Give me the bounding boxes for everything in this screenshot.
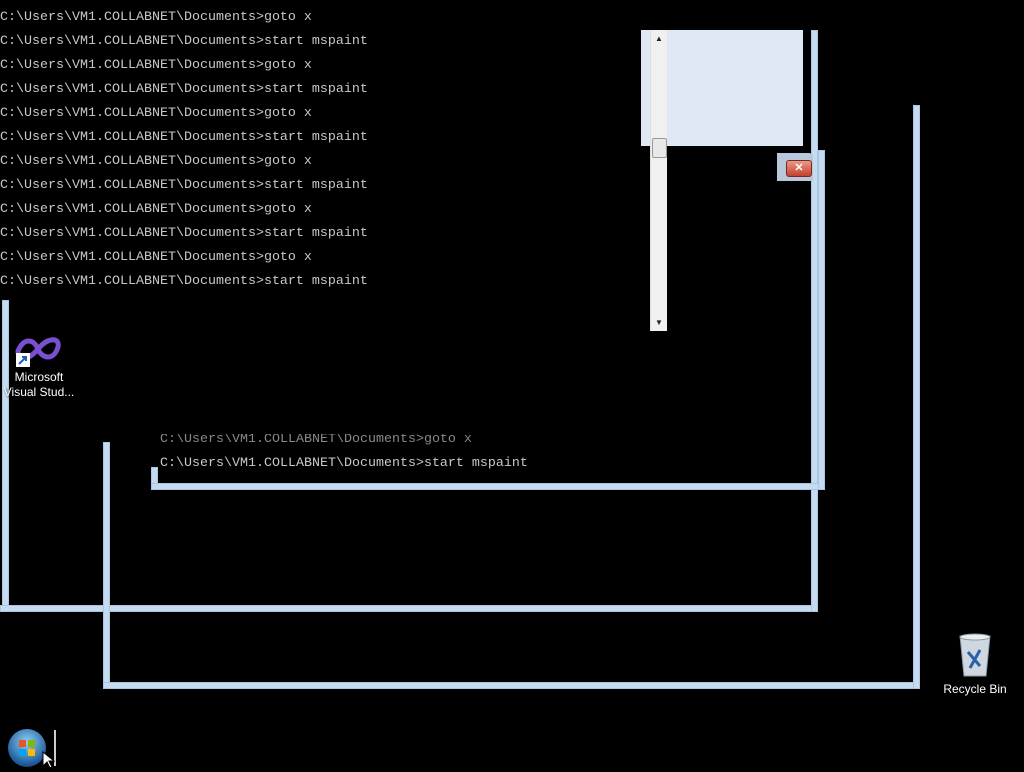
console-line: C:\Users\VM1.COLLABNET\Documents>start m…	[0, 226, 368, 241]
visual-studio-label[interactable]: Microsoft Visual Stud...	[3, 370, 75, 399]
window-frame-bottom	[103, 682, 920, 689]
visual-studio-icon[interactable]	[14, 333, 62, 369]
mouse-cursor-icon	[42, 751, 56, 769]
console-line: C:\Users\VM1.COLLABNET\Documents>start m…	[0, 178, 368, 193]
console-fragment: C:\Users\VM1.COLLABNET\Documents>goto x …	[158, 434, 811, 483]
window-frame-right	[811, 30, 818, 612]
console-line: C:\Users\VM1.COLLABNET\Documents>start m…	[160, 456, 528, 471]
taskbar-separator	[54, 730, 56, 766]
window-frame-left	[151, 467, 158, 490]
console-line: C:\Users\VM1.COLLABNET\Documents>start m…	[0, 34, 368, 49]
recycle-bin-icon[interactable]	[956, 632, 994, 680]
windows-logo-icon	[19, 740, 35, 756]
console-line: C:\Users\VM1.COLLABNET\Documents>start m…	[0, 82, 368, 97]
scroll-down-arrow-icon[interactable]: ▼	[655, 318, 663, 327]
console-line: C:\Users\VM1.COLLABNET\Documents>goto x	[0, 58, 312, 73]
console-line: C:\Users\VM1.COLLABNET\Documents>goto x	[0, 10, 312, 25]
window-frame-left	[2, 300, 9, 612]
scrollbar-thumb[interactable]	[652, 138, 667, 158]
console-line: C:\Users\VM1.COLLABNET\Documents>start m…	[0, 130, 368, 145]
start-button[interactable]	[8, 729, 46, 767]
title-bar-fragment: ✕	[777, 153, 813, 181]
console-line: C:\Users\VM1.COLLABNET\Documents>start m…	[0, 274, 368, 289]
close-button[interactable]: ✕	[786, 160, 812, 177]
window-frame-right	[913, 105, 920, 689]
window-frame-bottom	[0, 605, 818, 612]
console-line: C:\Users\VM1.COLLABNET\Documents>goto x	[0, 202, 312, 217]
vertical-scrollbar[interactable]: ▲ ▼	[650, 30, 667, 331]
console-line: C:\Users\VM1.COLLABNET\Documents>goto x	[0, 250, 312, 265]
window-fragment-panel	[641, 30, 803, 146]
window-frame-right	[818, 150, 825, 490]
window-frame-bottom	[151, 483, 820, 490]
console-line: C:\Users\VM1.COLLABNET\Documents>goto x	[0, 106, 312, 121]
console-line: C:\Users\VM1.COLLABNET\Documents>goto x	[0, 154, 312, 169]
console-line: C:\Users\VM1.COLLABNET\Documents>goto x	[160, 434, 472, 447]
recycle-bin-label[interactable]: Recycle Bin	[943, 682, 1007, 696]
scroll-up-arrow-icon[interactable]: ▲	[655, 34, 663, 43]
window-frame-left	[103, 442, 110, 688]
